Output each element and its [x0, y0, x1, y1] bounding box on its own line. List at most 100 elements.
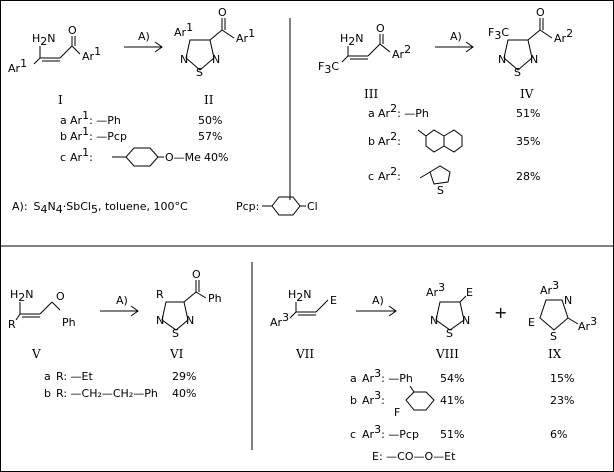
svg-text:54%: 54%	[440, 372, 464, 385]
compound-V-label: V	[31, 347, 41, 361]
svg-text:Ar2:: Ar2:	[378, 165, 401, 183]
oxygen-label: O	[376, 22, 385, 35]
bond	[183, 291, 197, 303]
bond	[409, 385, 415, 393]
row-1a: a Ar1: —Ph 50%	[60, 109, 222, 127]
reagent-label: A)	[138, 30, 150, 43]
row-4c: c Ar3: —Pcp 51% 6%	[350, 423, 567, 441]
plus-sign: +	[494, 303, 507, 322]
arrowhead	[154, 41, 163, 53]
s-atom: S	[196, 66, 203, 79]
row-3b: b R: —CH₂—CH₂—Ph 40%	[44, 387, 196, 400]
svg-text:29%: 29%	[172, 370, 196, 383]
thiophene-ring	[429, 165, 451, 185]
n-atom: N	[530, 53, 538, 66]
n-atom: N	[156, 314, 164, 327]
compound-II-label: II	[204, 93, 214, 107]
bond	[59, 45, 73, 59]
bond	[379, 43, 391, 53]
s-atom: S	[550, 330, 557, 343]
oxygen-label: O	[192, 268, 201, 281]
svg-text:28%: 28%	[516, 170, 540, 183]
svg-text:a: a	[44, 370, 51, 383]
reagent-label: A)	[116, 294, 128, 307]
arrowhead	[465, 41, 474, 53]
row-2a: a Ar2: —Ph 51%	[368, 102, 540, 120]
section-3: H2N O R Ph V A) R O Ph N N S VI a R: —Et…	[8, 268, 222, 400]
svg-text:40%: 40%	[172, 387, 196, 400]
row-2b: b Ar2: 35%	[368, 129, 540, 153]
compound-VII-label: VII	[295, 347, 314, 361]
bond	[417, 129, 427, 137]
s-atom: S	[446, 327, 453, 340]
bond	[209, 29, 223, 41]
svg-text:Ar1: —Pcp: Ar1: —Pcp	[70, 125, 127, 143]
svg-text:41%: 41%	[440, 394, 464, 407]
section-4: H2N E Ar3 VII A) Ar3 E N N S VIII + Ar3 …	[270, 279, 597, 463]
ar2-label-prod: Ar2	[554, 27, 573, 45]
svg-text:23%: 23%	[550, 394, 574, 407]
svg-text:b: b	[368, 135, 375, 148]
bond	[459, 295, 467, 303]
n-atom: N	[212, 53, 220, 66]
bond	[71, 45, 81, 55]
svg-text:51%: 51%	[440, 428, 464, 441]
ar3-label: Ar3	[270, 311, 289, 329]
thiadiazole-ring	[161, 301, 189, 331]
bond	[539, 29, 553, 39]
n-atom: N	[462, 314, 470, 327]
e-label-prod: E	[466, 286, 473, 299]
oxygen-label: O	[56, 290, 65, 303]
bond	[195, 291, 207, 299]
cf3-label: F3C	[318, 60, 339, 76]
benzene-ring	[271, 196, 301, 216]
svg-text:57%: 57%	[198, 130, 222, 143]
s-atom: S	[514, 66, 521, 79]
e-label-side: E	[528, 316, 535, 329]
row-3a: a R: —Et 29%	[44, 370, 196, 383]
ar3-label-side: Ar3	[540, 279, 559, 297]
ph-label: Ph	[62, 316, 76, 329]
nh2-label: H2N	[340, 32, 364, 48]
ph-label-prod: Ph	[208, 292, 222, 305]
reagent-label: A)	[372, 294, 384, 307]
svg-text:Pcp:: Pcp:	[236, 200, 259, 213]
bond	[527, 29, 541, 41]
svg-text:O—Me: O—Me	[165, 151, 201, 164]
thiadiazole-ring	[435, 301, 465, 331]
svg-text:Ar3: —Pcp: Ar3: —Pcp	[362, 423, 419, 441]
compound-VIII-label: VIII	[435, 347, 459, 361]
s-atom: S	[172, 327, 179, 340]
svg-text:a: a	[368, 107, 375, 120]
row-1c: c Ar1: O—Me 40%	[60, 146, 228, 167]
svg-text:Ar2: —Ph: Ar2: —Ph	[378, 102, 429, 120]
svg-text:51%: 51%	[516, 107, 540, 120]
bond	[221, 29, 235, 39]
bond	[315, 299, 329, 313]
arrowhead	[388, 305, 397, 317]
bond	[15, 313, 21, 321]
svg-text:S: S	[437, 184, 444, 197]
thiazole-ring	[539, 299, 569, 331]
ar3-label-side2: Ar3	[578, 315, 597, 333]
nh2-label: H2N	[288, 288, 312, 304]
reagent-footnote: A):S4N4·SbCl5, toluene, 100°C	[12, 200, 188, 216]
e-label: E	[330, 294, 337, 307]
svg-text:Ar1: —Ph: Ar1: —Ph	[70, 109, 121, 127]
row-2c: c Ar2: S 28%	[368, 165, 540, 197]
svg-text:c: c	[368, 170, 374, 183]
bond	[419, 171, 431, 179]
section-2: H2N O F3C Ar2 III A) F3C O Ar2 N N S IV …	[318, 6, 573, 197]
svg-text:Ar2:: Ar2:	[378, 130, 401, 148]
n-atom: N	[180, 53, 188, 66]
svg-text:Ar3: —Ph: Ar3: —Ph	[362, 367, 413, 385]
svg-text:40%: 40%	[204, 151, 228, 164]
svg-text:Ar3:: Ar3:	[362, 389, 385, 407]
naphthalene-ring-2	[443, 129, 463, 153]
r-label-prod: R	[156, 288, 164, 301]
ar2-label: Ar2	[392, 43, 411, 61]
svg-text:b: b	[60, 130, 67, 143]
svg-text:F: F	[394, 406, 400, 419]
